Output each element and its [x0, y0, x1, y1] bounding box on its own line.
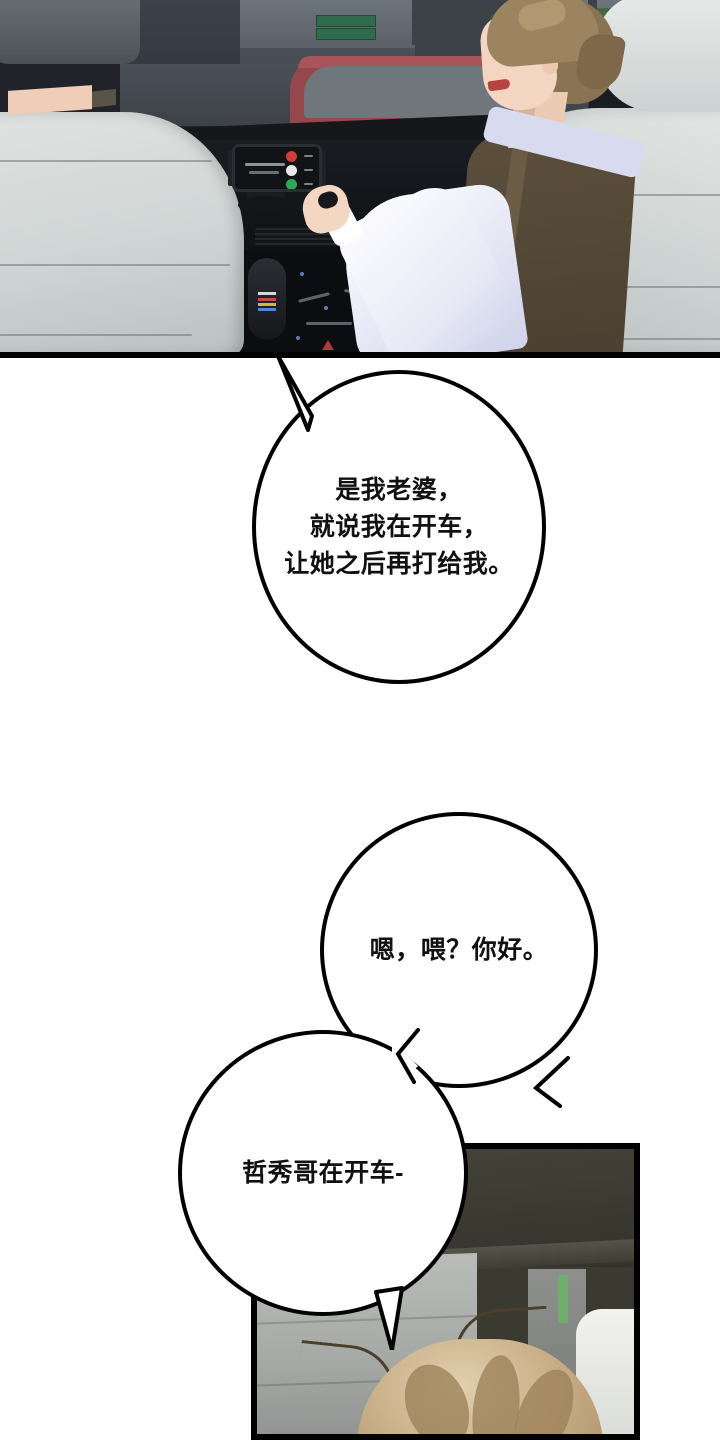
- phone-mount-base: [238, 196, 294, 214]
- options-label: [304, 169, 313, 171]
- speech-bubble-driving: 哲秀哥在开车-: [178, 1030, 468, 1316]
- console-indicator: [296, 336, 300, 340]
- passenger-seat: [0, 112, 244, 352]
- console-control: [298, 292, 330, 303]
- seat-seam: [257, 1314, 477, 1326]
- street-pole-left: [412, 0, 417, 45]
- phone-mount-grip-right: [318, 150, 326, 186]
- red-car-roofline: [298, 56, 532, 68]
- headrest-left: [0, 0, 140, 64]
- bubble-2-notch: [532, 1056, 570, 1108]
- seat-seam: [0, 264, 230, 266]
- console-indicator: [324, 306, 328, 310]
- caller-name-text: [245, 163, 285, 166]
- phone-screen[interactable]: [235, 147, 319, 189]
- speech-bubble-driving-text: 哲秀哥在开车-: [242, 1158, 404, 1187]
- hazard-icon: [322, 340, 334, 350]
- green-accent-strip: [558, 1275, 568, 1323]
- console-control: [306, 322, 352, 325]
- dashboard-phone[interactable]: [232, 144, 322, 192]
- passenger-arm: [8, 85, 92, 115]
- street-sign-upper: [316, 15, 376, 27]
- car-interior-panel: [0, 0, 720, 358]
- options-call-button[interactable]: [286, 165, 297, 176]
- decline-call-button[interactable]: [286, 151, 297, 162]
- driver-character: [337, 0, 648, 352]
- accept-label: [304, 183, 313, 185]
- speech-bubble-hello-text: 嗯，喂？你好。: [369, 935, 549, 964]
- decline-label: [304, 155, 313, 157]
- speech-bubble-wife: 是我老婆， 就说我在开车， 让她之后再打给我。: [252, 370, 546, 684]
- gear-indicator-lights: [258, 292, 276, 314]
- speech-bubble-wife-text: 是我老婆， 就说我在开车， 让她之后再打给我。: [284, 475, 514, 578]
- street-sign-lower: [316, 28, 376, 40]
- seat-seam: [0, 160, 212, 162]
- seat-seam: [0, 334, 192, 336]
- caller-subtitle-text: [249, 171, 279, 174]
- console-indicator: [300, 272, 304, 276]
- accept-call-button[interactable]: [286, 179, 297, 189]
